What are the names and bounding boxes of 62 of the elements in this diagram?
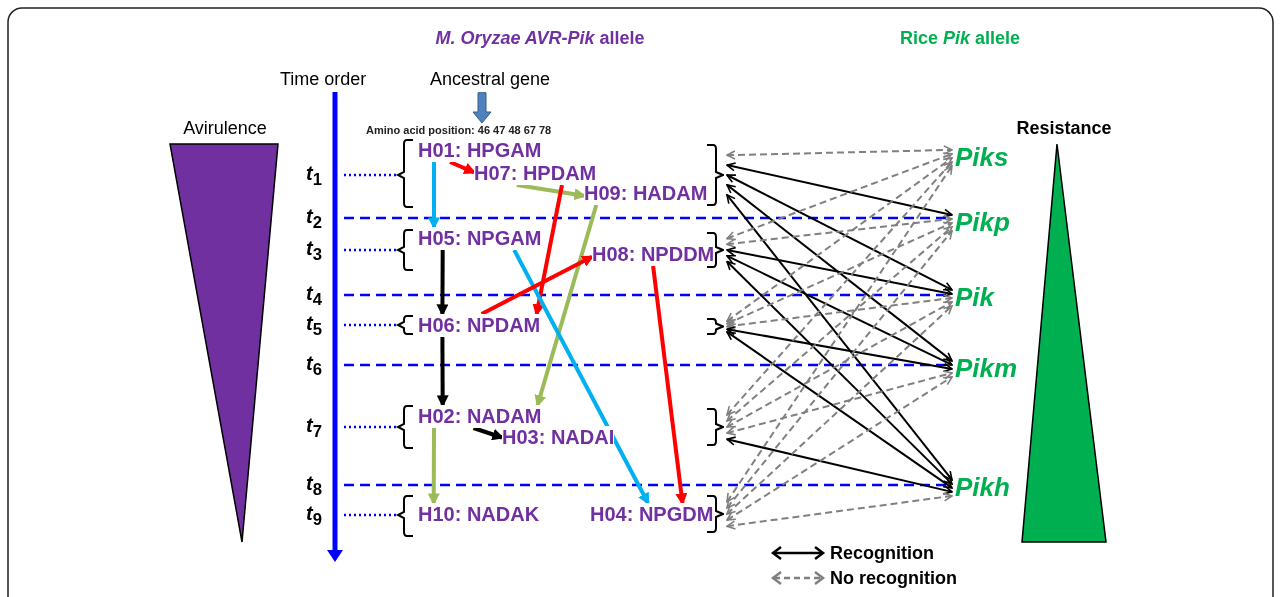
time-point-label: t$_{7}$ [306, 414, 322, 442]
allele-label: Pik [955, 283, 995, 313]
time-point-label: t$_{4}$ [306, 282, 322, 310]
double-arrow [726, 436, 953, 495]
haplotype-label: H05: NPGAM [418, 227, 542, 250]
allele-label: Piks [955, 143, 1009, 173]
triangle-label: Resistance [1015, 118, 1113, 139]
bracket [706, 144, 724, 206]
arrow [651, 265, 688, 506]
time-point-label: t$_{8}$ [306, 472, 322, 500]
double-arrow [726, 183, 953, 362]
dashed-double-arrow [726, 304, 953, 515]
dashed-double-arrow [726, 229, 953, 509]
axis-title: Time order [280, 69, 367, 90]
legend-label: No recognition [830, 568, 957, 589]
dashed-double-arrow [726, 300, 953, 428]
dashed-double-arrow [726, 375, 953, 522]
dashed-double-arrow [726, 370, 953, 436]
double-arrow [726, 260, 953, 485]
time-point-label: t$_{6}$ [306, 352, 322, 380]
time-point-label: t$_{9}$ [306, 502, 322, 530]
dashed-double-arrow [726, 160, 953, 416]
gene-label: Ancestral gene [430, 69, 551, 90]
heading: Rice Pik allele [899, 28, 1021, 49]
time-point-label: t$_{1}$ [306, 162, 322, 190]
double-arrow [726, 246, 953, 298]
dashed-double-arrow [726, 492, 953, 530]
arrow [472, 92, 492, 124]
dashed-double-arrow [726, 225, 953, 422]
double-arrow [726, 162, 953, 218]
time-point-label: t$_{3}$ [306, 237, 322, 265]
double-arrow [726, 330, 953, 489]
arrow [436, 250, 449, 317]
allele-label: Pikh [955, 473, 1010, 503]
allele-label: Pikp [955, 208, 1010, 238]
time-point-label: t$_{2}$ [306, 205, 322, 233]
legend-label: Recognition [830, 543, 934, 564]
time-point-label: t$_{5}$ [306, 312, 322, 340]
allele-label: Pikm [955, 354, 1018, 384]
double-arrow [726, 174, 953, 291]
dashed-double-arrow [726, 294, 953, 331]
arrow [436, 337, 449, 408]
arrow [428, 162, 440, 230]
dashed-double-arrow [726, 221, 953, 325]
dashed-double-arrow [726, 156, 953, 323]
triangle-label: Avirulence [182, 118, 268, 139]
double-arrow [726, 254, 953, 366]
heading: M. Oryzae AVR-Pik allele [435, 28, 645, 49]
dashed-double-arrow [726, 215, 953, 249]
double-arrow [726, 193, 953, 481]
arrow [532, 184, 564, 317]
dashed-double-arrow [726, 145, 953, 160]
arrow [427, 428, 440, 506]
arrow [512, 249, 650, 506]
arrow [534, 204, 599, 408]
haplotype-label: H02: NADAM [418, 405, 542, 428]
bracket [706, 408, 724, 446]
dashed-double-arrow [726, 164, 953, 503]
double-arrow [726, 325, 953, 373]
bracket [706, 318, 724, 335]
dashed-double-arrow [726, 152, 953, 241]
position-note: Amino acid position: 46 47 48 67 78 [366, 124, 552, 137]
